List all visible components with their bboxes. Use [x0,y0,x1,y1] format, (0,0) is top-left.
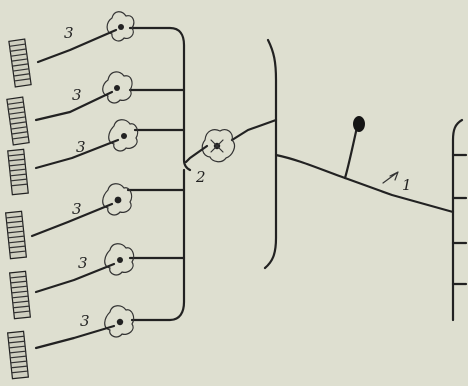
neuron-2-dendrite [184,144,209,164]
label-2: 2 [195,168,206,186]
neuron-2: 2 [184,118,278,186]
label-3: 3 [72,200,82,218]
label-1: 1 [402,176,412,194]
receptor-neuron-3-row-6: 3 [6,305,135,380]
axon [30,202,114,238]
receptor-neuron-3-row-5: 3 [8,243,135,320]
receptor-neuron-3-row-1: 3 [8,11,135,88]
neuron-1: 1 [343,116,455,214]
axon [34,90,114,122]
neuron-1-axon [343,176,455,214]
central-dendrite [263,38,347,270]
label-3: 3 [80,312,90,330]
right-branch-terminal [451,118,468,322]
axon [34,324,116,350]
receptor-neuron-3-row-3: 3 [7,119,139,196]
label-3: 3 [64,24,74,42]
label-3: 3 [76,138,86,156]
receptor-neuron-3-row-4: 3 [4,183,133,260]
neuron-2-axon [230,118,278,142]
collector-bracket [126,26,192,322]
neuron-1-stalk [343,125,359,180]
label-3: 3 [78,254,88,272]
axon [36,28,118,64]
axon [34,138,120,170]
neuron-2-body [201,128,236,163]
axon [34,262,116,294]
receptor-neuron-3-row-2: 3 [6,71,133,146]
neuron-1-arrow [382,171,399,184]
neuron-1-cell-body [353,116,365,132]
cell-body [104,305,135,338]
label-3: 3 [72,86,82,104]
